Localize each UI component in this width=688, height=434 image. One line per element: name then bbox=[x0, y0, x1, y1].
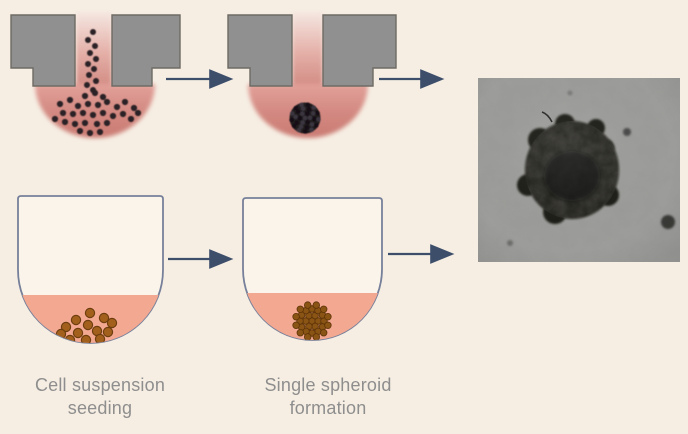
hanging-drop-step-seeding bbox=[10, 12, 181, 138]
mold-block-left bbox=[227, 14, 293, 87]
mold-block-right bbox=[322, 14, 397, 87]
flow-arrows bbox=[166, 69, 455, 269]
cell-scatter-dots bbox=[51, 89, 142, 137]
mold-block-right bbox=[111, 14, 181, 87]
hanging-drop-step-aggregated bbox=[227, 12, 397, 138]
well-liquid bbox=[18, 295, 163, 343]
mold-block-left bbox=[10, 14, 76, 87]
u-well-spheroid bbox=[242, 197, 383, 341]
step-label-formation: Single spheroid formation bbox=[264, 375, 392, 418]
suspended-cells bbox=[55, 307, 118, 343]
micrograph-vignette bbox=[478, 78, 680, 262]
step-label-seeding: Cell suspension seeding bbox=[34, 375, 166, 418]
aggregated-spheroid bbox=[289, 102, 321, 134]
u-well-seeding bbox=[17, 195, 164, 344]
spheroid-micrograph bbox=[478, 78, 680, 262]
spheroid-cell-cluster bbox=[292, 301, 332, 340]
